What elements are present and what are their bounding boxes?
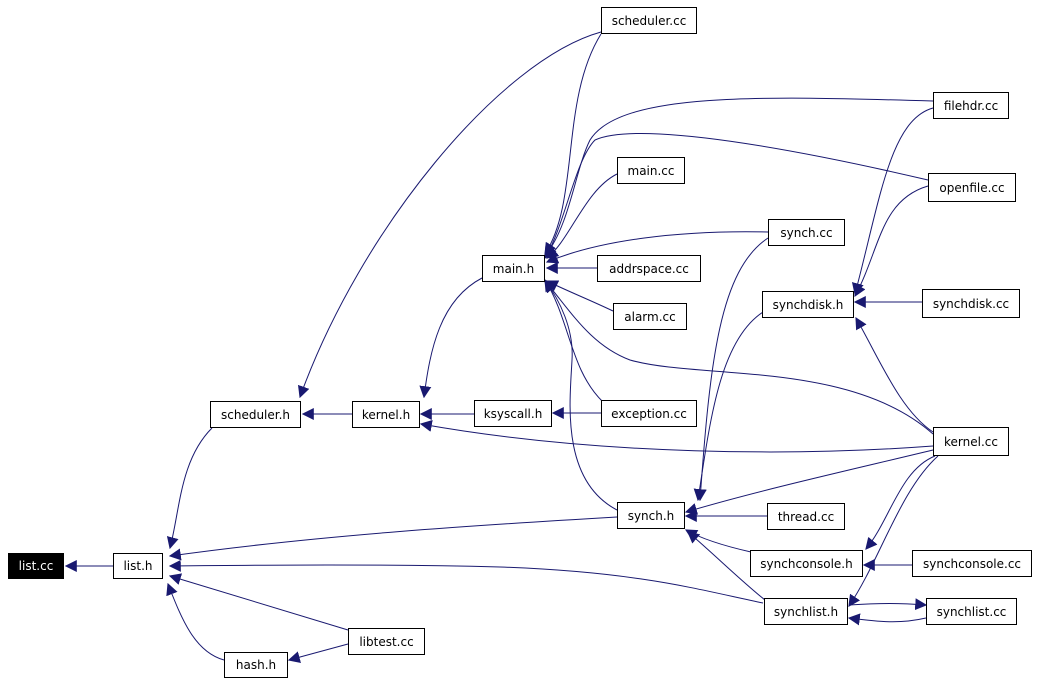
edge-synchlist-h-to-synchlist-cc [848, 598, 928, 611]
node-hash-h[interactable]: hash.h [224, 652, 288, 678]
node-synchdisk-cc[interactable]: synchdisk.cc [922, 289, 1020, 318]
node-synchdisk-h-label: synchdisk.h [772, 297, 844, 312]
node-hash-h-label: hash.h [235, 658, 277, 672]
node-openfile-cc[interactable]: openfile.cc [928, 173, 1016, 202]
node-list-h[interactable]: list.h [113, 553, 163, 579]
node-synchconsole-cc-label: synchconsole.cc [922, 556, 1022, 571]
node-kernel-cc-label: kernel.cc [944, 434, 998, 449]
node-filehdr-cc-label: filehdr.cc [943, 98, 999, 113]
edge-kernel-cc-to-synchlist-h [848, 455, 939, 607]
node-list-cc[interactable]: list.cc [8, 553, 64, 579]
node-synchlist-cc[interactable]: synchlist.cc [926, 598, 1017, 625]
edge-synchconsole-h-to-synch-h [684, 529, 752, 553]
edge-synch-h-to-list-h [168, 516, 618, 561]
node-synchlist-h-label: synchlist.h [773, 604, 839, 619]
edge-kernel-cc-to-main-h [544, 280, 934, 435]
node-exception-cc[interactable]: exception.cc [601, 400, 697, 427]
node-addrspace-cc-label: addrspace.cc [609, 261, 689, 276]
edge-main-cc-to-main-h [546, 173, 618, 259]
node-synchconsole-h-label: synchconsole.h [760, 556, 853, 571]
node-scheduler-h-label: scheduler.h [220, 407, 291, 422]
node-main-cc-label: main.cc [627, 163, 675, 178]
node-scheduler-h[interactable]: scheduler.h [210, 401, 301, 428]
edge-scheduler-h-to-list-h [166, 427, 213, 550]
node-openfile-cc-label: openfile.cc [939, 180, 1005, 195]
node-main-h-label: main.h [492, 261, 535, 276]
node-kernel-cc[interactable]: kernel.cc [933, 427, 1009, 456]
node-list-h-label: list.h [123, 559, 153, 573]
edge-exception-to-main-h [544, 278, 604, 403]
edge-synchlist-cc-to-synchlist-h [847, 613, 927, 626]
node-alarm-cc[interactable]: alarm.cc [613, 303, 687, 330]
node-scheduler-cc-label: scheduler.cc [611, 13, 687, 28]
edge-kernel-cc-to-synch-h [684, 449, 934, 515]
edge-synch-cc-to-main-h [545, 231, 769, 264]
edge-filehdr-to-main-h [544, 97, 934, 257]
node-synchlist-cc-label: synchlist.cc [936, 604, 1007, 619]
node-main-cc[interactable]: main.cc [617, 157, 685, 184]
node-alarm-cc-label: alarm.cc [624, 309, 676, 324]
edge-synch-h-to-main-h [544, 280, 618, 511]
node-kernel-h[interactable]: kernel.h [352, 401, 420, 428]
node-synchconsole-cc[interactable]: synchconsole.cc [912, 550, 1032, 577]
node-synch-h[interactable]: synch.h [617, 502, 685, 529]
edge-libtest-to-list-h [168, 573, 349, 631]
node-thread-cc-label: thread.cc [777, 509, 835, 524]
edge-openfile-to-synchdisk-h [854, 185, 929, 298]
node-thread-cc[interactable]: thread.cc [767, 503, 845, 530]
edge-main-h-to-kernel-h [419, 277, 483, 399]
edge-synchdisk-h-to-synch-h [693, 311, 764, 502]
node-libtest-cc-label: libtest.cc [359, 634, 414, 649]
edge-filehdr-to-synchdisk-h [851, 107, 934, 296]
node-synchdisk-cc-label: synchdisk.cc [932, 296, 1010, 311]
node-synchlist-h[interactable]: synchlist.h [764, 598, 848, 625]
node-scheduler-cc[interactable]: scheduler.cc [601, 7, 697, 34]
edge-synchlist-h-to-synch-h [687, 531, 766, 601]
edge-synchlist-h-to-list-h [168, 559, 764, 604]
node-synchdisk-h[interactable]: synchdisk.h [762, 291, 854, 318]
node-synchconsole-h[interactable]: synchconsole.h [750, 550, 863, 577]
edge-libtest-to-hash-h [287, 643, 349, 663]
edge-kernel-cc-to-synchconsole-h [865, 455, 936, 550]
node-filehdr-cc[interactable]: filehdr.cc [933, 92, 1009, 119]
node-synch-cc-label: synch.cc [780, 225, 833, 240]
node-synch-cc[interactable]: synch.cc [768, 219, 845, 246]
node-main-h[interactable]: main.h [482, 255, 545, 282]
edge-hash-h-to-list-h [166, 582, 225, 661]
node-list-cc-label: list.cc [18, 559, 54, 573]
edge-synch-cc-to-synch-h [694, 237, 769, 502]
node-libtest-cc[interactable]: libtest.cc [348, 628, 425, 655]
edge-kernel-cc-to-synchdisk-h [855, 316, 934, 433]
node-addrspace-cc[interactable]: addrspace.cc [597, 255, 701, 282]
node-exception-cc-label: exception.cc [611, 406, 687, 421]
node-synch-h-label: synch.h [627, 508, 675, 523]
node-kernel-h-label: kernel.h [361, 407, 411, 422]
node-ksyscall-h-label: ksyscall.h [483, 406, 543, 421]
node-ksyscall-h[interactable]: ksyscall.h [474, 400, 552, 427]
edge-openfile-to-main-h [544, 133, 929, 260]
edge-scheduler-cc-to-scheduler-h [298, 31, 602, 399]
edge-scheduler-cc-to-main-h [544, 33, 602, 256]
edge-kernel-cc-to-kernel-h [419, 419, 934, 453]
